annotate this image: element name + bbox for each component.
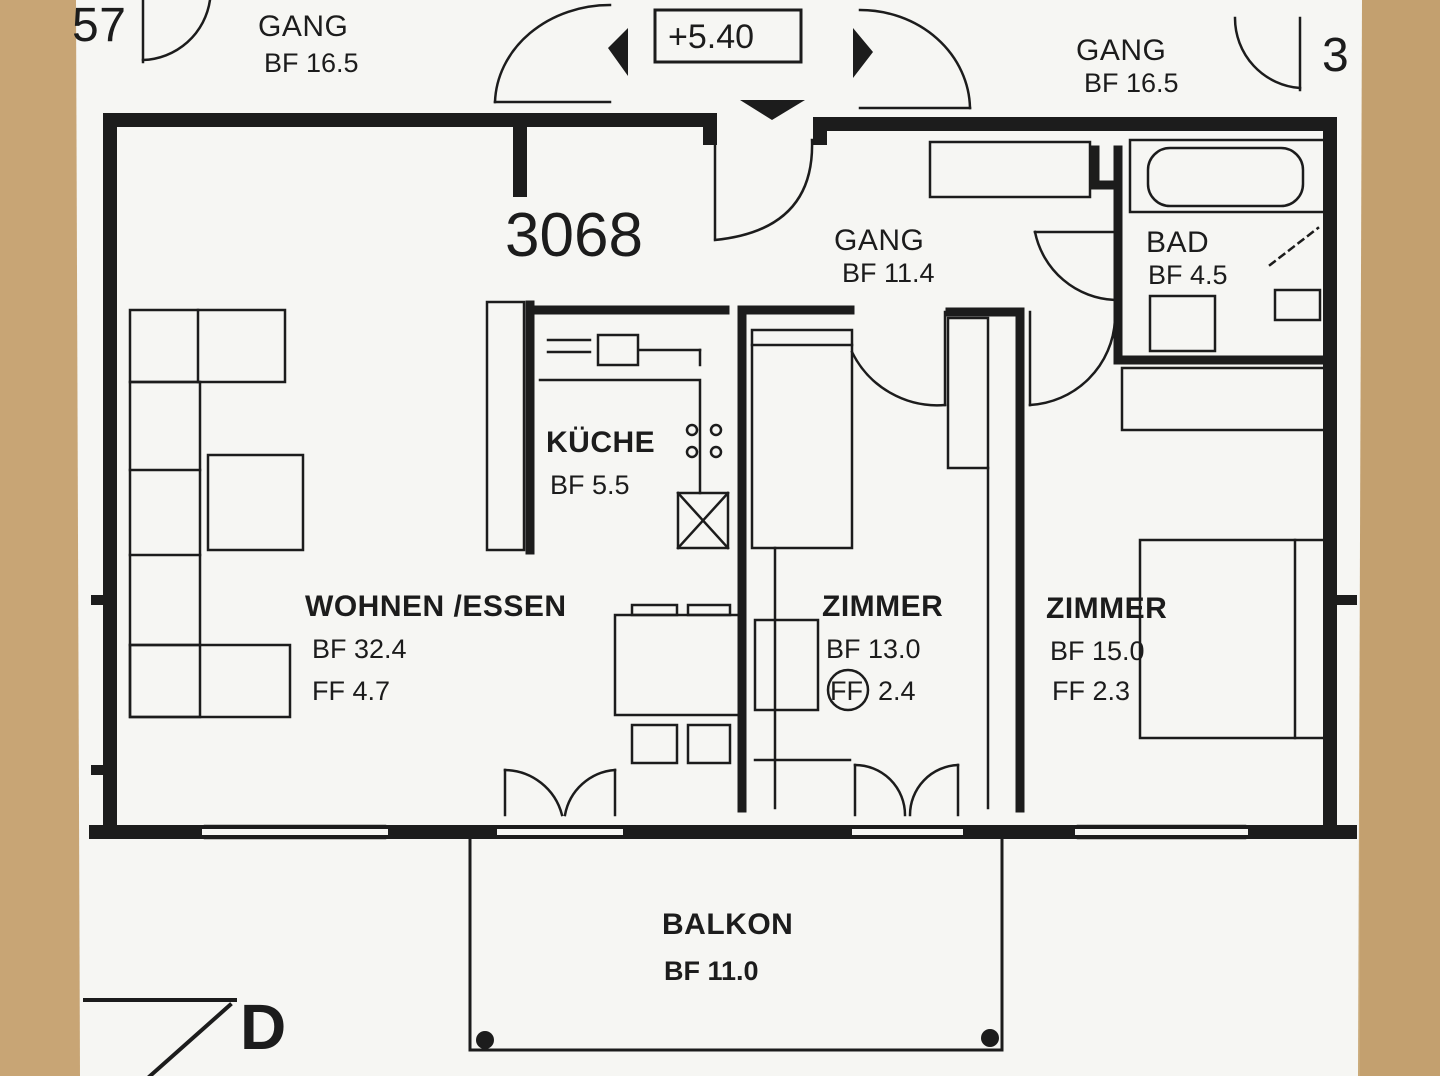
- balkon-area: BF 11.0: [664, 956, 759, 986]
- zimmer1-name: ZIMMER: [822, 590, 944, 623]
- fixtures: [128, 138, 1332, 810]
- gang-inner-name: GANG: [834, 224, 925, 257]
- gang-top-right-area: BF 16.5: [1084, 68, 1179, 98]
- balcony-post-right: [981, 1029, 999, 1047]
- arrow-left-icon: [608, 28, 628, 76]
- zimmer1-ff-value: 2.4: [878, 676, 916, 706]
- gang-top-right-name: GANG: [1076, 34, 1167, 67]
- bad-name: BAD: [1146, 226, 1210, 259]
- zimmer1-area: BF 13.0: [826, 634, 921, 664]
- balcony-outline: [468, 838, 1004, 1052]
- corner-number-left: 57: [72, 0, 127, 52]
- ff-tag-circle: [826, 668, 870, 712]
- wohnen-ff: FF 4.7: [312, 676, 391, 706]
- door-swings: [141, 0, 1302, 817]
- kueche-area: BF 5.5: [550, 470, 630, 500]
- balcony-post-left: [476, 1031, 494, 1049]
- wohnen-area: BF 32.4: [312, 634, 407, 664]
- level-marker: +5.40: [668, 18, 755, 56]
- zimmer2-name: ZIMMER: [1046, 592, 1168, 625]
- wood-right: [1360, 0, 1440, 1076]
- bad-area: BF 4.5: [1148, 260, 1228, 290]
- unit-number: 3068: [505, 201, 643, 270]
- corner-arrow: [83, 998, 237, 1076]
- kueche-name: KÜCHE: [546, 426, 656, 459]
- balkon-name: BALKON: [662, 908, 794, 941]
- level-marker-box: [653, 8, 803, 64]
- arrow-down-icon: [740, 100, 805, 120]
- wall-stubs: [91, 595, 1357, 775]
- interior-walls: [525, 145, 1335, 813]
- corner-letter: D: [240, 991, 287, 1063]
- gang-inner-area: BF 11.4: [842, 258, 935, 288]
- arrow-right-icon: [853, 28, 873, 78]
- zimmer2-ff: FF 2.3: [1052, 676, 1131, 706]
- wohnen-name: WOHNEN /ESSEN: [305, 590, 567, 623]
- zimmer2-area: BF 15.0: [1050, 636, 1145, 666]
- wood-left: [0, 0, 80, 1076]
- zimmer1-ff-tag: FF: [830, 676, 863, 706]
- gang-top-left-name: GANG: [258, 10, 349, 43]
- corner-number-right: 3: [1322, 29, 1350, 82]
- gang-top-left-area: BF 16.5: [264, 48, 359, 78]
